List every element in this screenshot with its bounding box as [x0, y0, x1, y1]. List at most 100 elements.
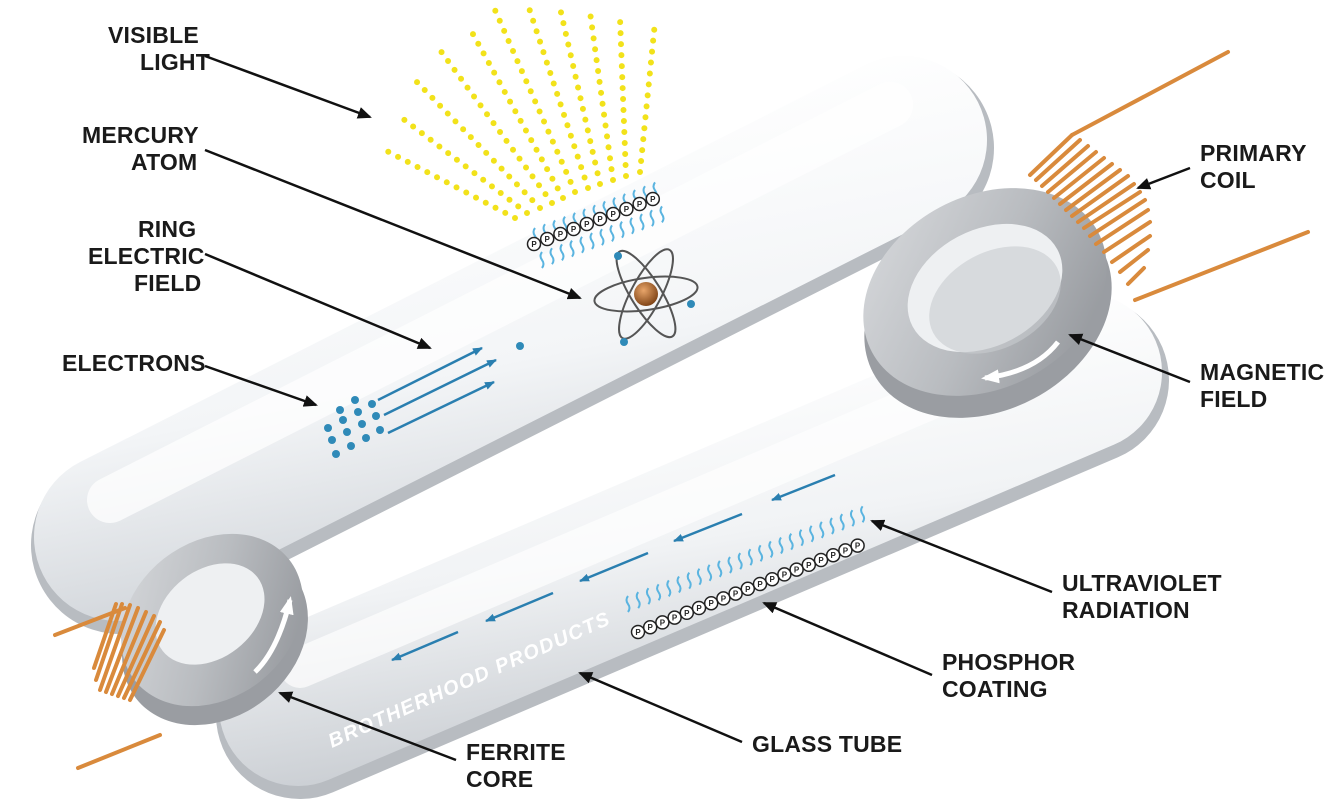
electron	[332, 450, 340, 458]
light-ray	[587, 9, 616, 183]
phosphor-particle	[703, 595, 719, 611]
phosphor-letter: P	[558, 230, 564, 239]
leader-ferrite-core	[278, 691, 457, 762]
svg-text:ATOM: ATOM	[131, 149, 197, 175]
uv-wave-segment	[798, 529, 804, 547]
uv-wave-segment	[778, 536, 784, 555]
electron	[343, 428, 351, 436]
uv-wave-segment	[860, 505, 866, 523]
light-ray	[492, 7, 578, 195]
light-ray	[382, 147, 518, 221]
uv-wave-segment	[645, 587, 651, 605]
phosphor-letter: P	[672, 614, 678, 623]
label-glass-tube: GLASS TUBE	[752, 731, 902, 757]
svg-text:PRIMARY: PRIMARY	[1200, 140, 1307, 166]
phosphor-particle	[813, 552, 829, 568]
phosphor-letter: P	[545, 235, 551, 244]
phosphor-particle	[764, 571, 780, 587]
svg-text:RING: RING	[138, 216, 196, 242]
electron	[351, 396, 359, 404]
phosphor-letter: P	[794, 566, 800, 575]
svg-text:VISIBLE: VISIBLE	[108, 22, 199, 48]
phosphor-letter: P	[696, 604, 702, 613]
uv-wave-segment	[707, 564, 713, 582]
phosphor-particle	[825, 547, 841, 563]
label-primary-coil: PRIMARY COIL	[1200, 140, 1307, 193]
light-ray	[412, 77, 543, 211]
uv-wave-segment	[549, 247, 555, 265]
phosphor-particle	[632, 196, 647, 212]
phosphor-particle	[645, 191, 661, 207]
electron	[336, 406, 344, 414]
electron	[339, 416, 347, 424]
phosphor-letter: P	[745, 585, 751, 594]
uv-wave-segment	[727, 556, 733, 574]
phosphor-particle	[850, 538, 865, 553]
svg-text:ELECTRONS: ELECTRONS	[62, 350, 206, 376]
uv-wave-segment	[579, 236, 585, 254]
phosphor-letter: P	[584, 220, 590, 229]
secondary-coil-icon	[53, 602, 166, 770]
svg-text:COIL: COIL	[1200, 167, 1256, 193]
phosphor-particle	[740, 581, 756, 597]
phosphor-letter: P	[782, 570, 788, 579]
label-magnetic-field: MAGNETIC FIELD	[1200, 359, 1324, 412]
svg-text:MERCURY: MERCURY	[82, 122, 199, 148]
label-electrons: ELECTRONS	[62, 350, 206, 376]
electron	[368, 400, 376, 408]
phosphor-letter: P	[709, 599, 715, 608]
uv-wave-segment	[686, 572, 692, 590]
phosphor-particle	[777, 567, 792, 582]
uv-wave-segment	[635, 591, 641, 609]
uv-wave-segment	[656, 583, 662, 601]
light-ray	[525, 2, 591, 191]
svg-text:RADIATION: RADIATION	[1062, 597, 1190, 623]
uv-wave-segment	[809, 525, 815, 543]
ferrite-core-right	[863, 188, 1112, 418]
phosphor-particle	[752, 576, 768, 592]
svg-text:MAGNETIC: MAGNETIC	[1200, 359, 1324, 385]
uv-wave-segment	[849, 509, 855, 527]
electron	[372, 412, 380, 420]
uv-wave-segment	[768, 540, 774, 558]
phosphor-letter: P	[843, 546, 849, 555]
phosphor-particle	[539, 231, 555, 247]
electron	[328, 436, 336, 444]
phosphor-particle	[716, 591, 731, 606]
phosphor-letter: P	[721, 594, 727, 603]
phosphor-letter: P	[650, 195, 656, 204]
leader-visible-light	[204, 54, 372, 119]
phosphor-letter: P	[531, 240, 537, 249]
light-ray	[465, 22, 566, 201]
visible-light-rays	[382, 2, 658, 221]
uv-wave-segment	[609, 224, 615, 242]
phosphor-letter: P	[818, 556, 824, 565]
phosphor-letter: P	[635, 628, 641, 637]
phosphor-letter: P	[597, 215, 603, 224]
phosphor-letter: P	[770, 575, 776, 584]
leader-glass-tube	[578, 671, 743, 744]
svg-text:FIELD: FIELD	[1200, 386, 1267, 412]
uv-wave-segment	[666, 579, 672, 597]
phosphor-particle	[838, 543, 853, 558]
label-mercury-atom: MERCURY ATOM	[82, 122, 199, 175]
upper-tube	[31, 56, 994, 634]
phosphor-particle	[630, 624, 646, 640]
phosphor-particle	[553, 226, 568, 242]
phosphor-letter: P	[684, 609, 690, 618]
leader-ring-electric-field	[204, 252, 432, 350]
uv-wave-segment	[819, 521, 825, 539]
free-electron	[516, 342, 524, 350]
uv-wave-segment	[559, 243, 565, 261]
label-ring-electric-field: RING ELECTRIC FIELD	[88, 216, 204, 296]
leader-mercury-atom	[204, 148, 582, 300]
phosphor-particle	[801, 557, 817, 573]
uv-wave-segment	[589, 232, 595, 250]
label-ultraviolet-radiation: ULTRAVIOLET RADIATION	[1062, 570, 1222, 623]
phosphor-letter: P	[571, 225, 577, 234]
phosphor-particle	[526, 236, 542, 252]
phosphor-letter: P	[660, 618, 666, 627]
